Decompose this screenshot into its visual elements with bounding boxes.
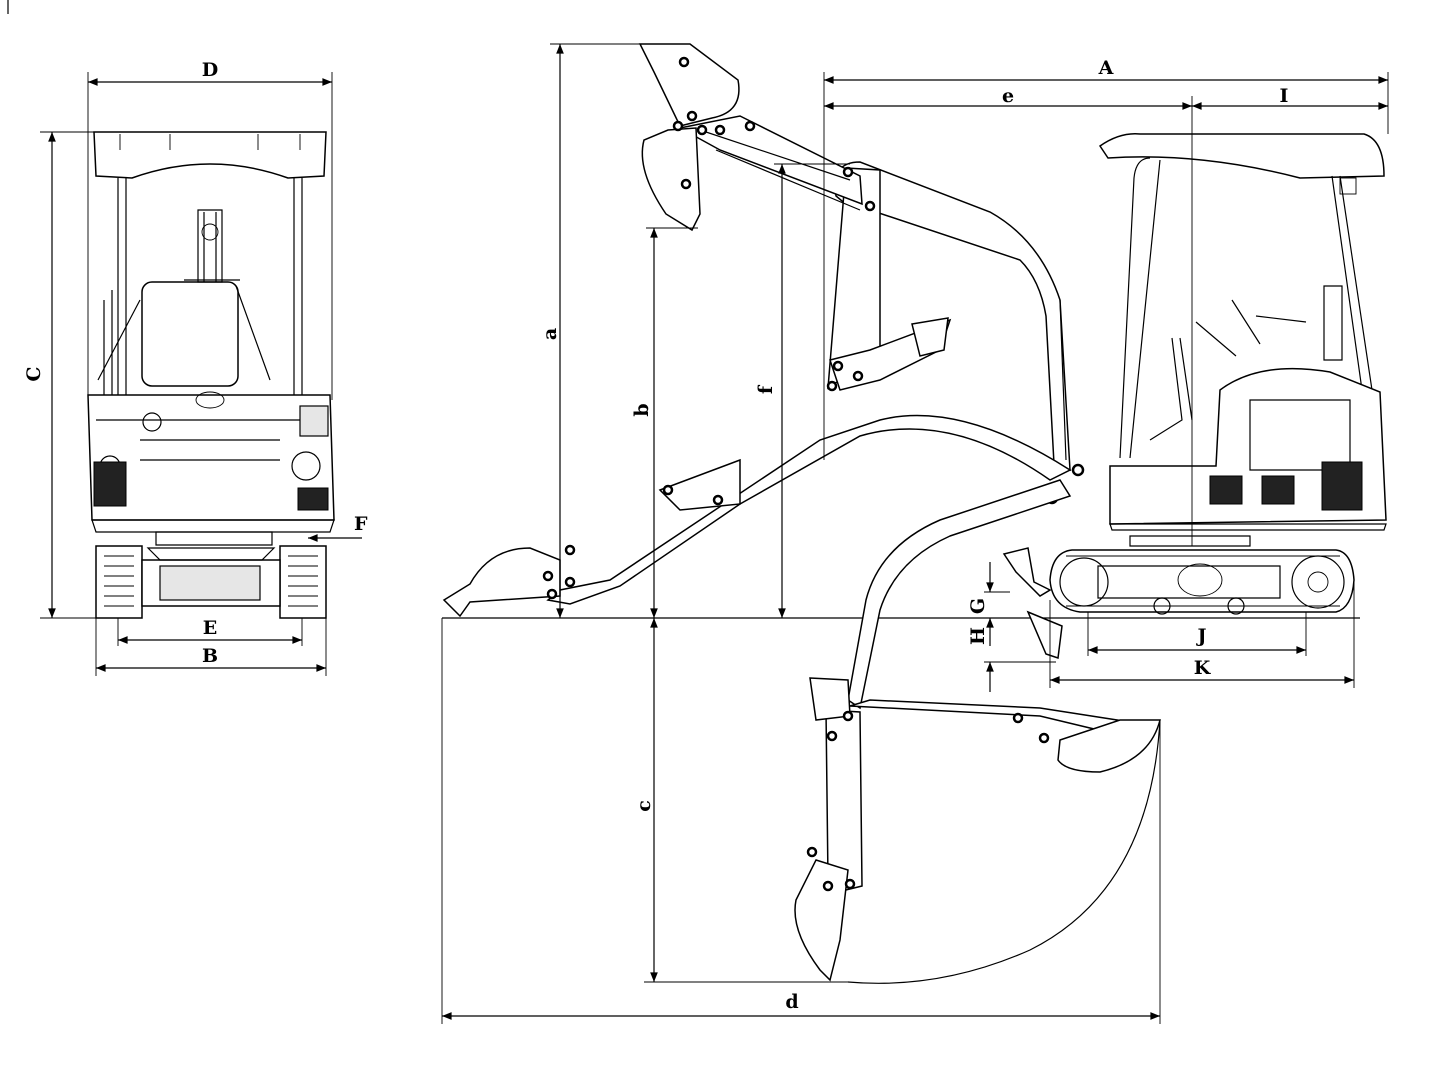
dim-label-e: e xyxy=(1002,85,1014,107)
dim-label-b: b xyxy=(631,403,653,416)
front-dimensions: D C F E B xyxy=(23,59,368,676)
dim-label-f: f xyxy=(755,384,777,394)
arm-digging xyxy=(794,479,1161,984)
dim-label-B: B xyxy=(202,645,218,667)
dim-label-E: E xyxy=(203,617,217,639)
dim-label-G: G xyxy=(967,598,989,614)
dim-label-F: F xyxy=(354,513,368,535)
dim-label-a: a xyxy=(539,328,561,340)
dim-label-D: D xyxy=(202,59,218,81)
front-view xyxy=(87,131,335,619)
dim-label-J: J xyxy=(1196,625,1207,647)
arm-extended xyxy=(442,317,1072,618)
dim-label-d: d xyxy=(785,991,798,1013)
dim-label-I: I xyxy=(1280,85,1289,107)
dim-label-c: c xyxy=(633,800,655,812)
side-dimensions: A e I a b f c d G H xyxy=(441,43,1389,1024)
dim-label-K: K xyxy=(1194,657,1212,679)
dim-label-C: C xyxy=(23,366,45,381)
side-view-machine xyxy=(1002,133,1387,660)
dim-label-H: H xyxy=(967,627,989,645)
dim-label-A: A xyxy=(1098,57,1114,79)
